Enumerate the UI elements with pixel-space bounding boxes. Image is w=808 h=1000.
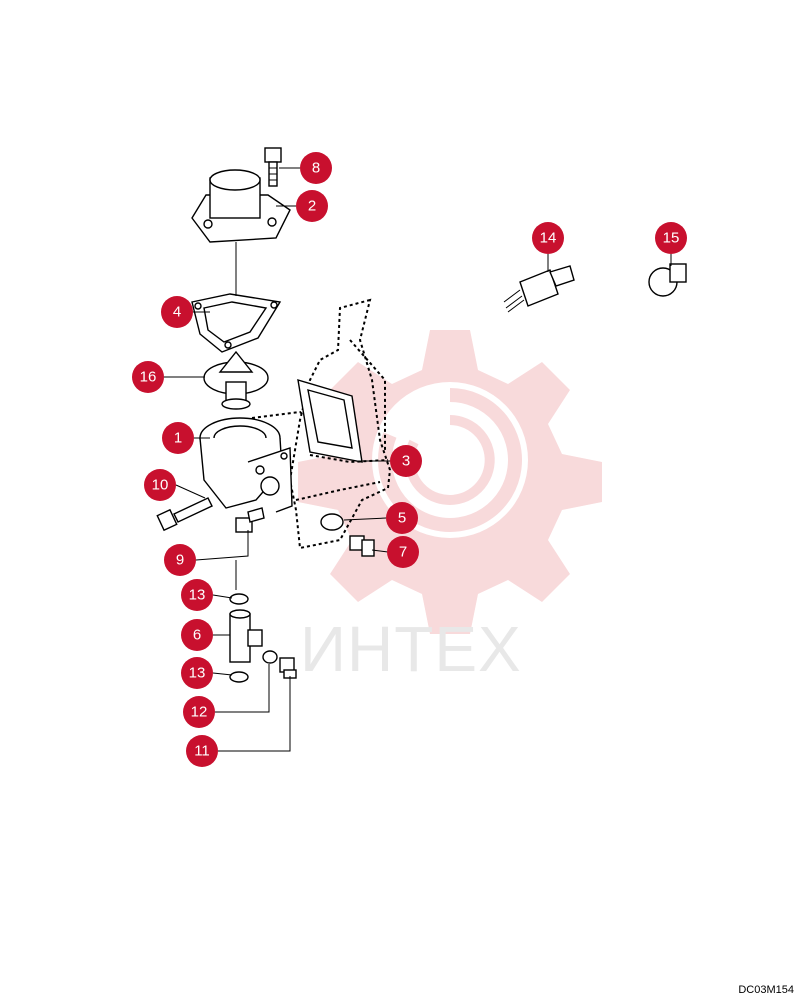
- part-12-washer: [262, 650, 278, 664]
- callout-3: 3: [390, 445, 422, 477]
- callout-10: 10: [144, 469, 176, 501]
- svg-text:13: 13: [189, 665, 206, 682]
- part-4-gasket: [191, 293, 282, 353]
- callout-15: 15: [655, 222, 687, 254]
- part-13-o-ring-lower: [229, 671, 249, 683]
- part-5-o-ring: [320, 513, 344, 531]
- drawing-code: DC03M154: [738, 984, 794, 996]
- svg-text:15: 15: [663, 230, 680, 247]
- svg-text:6: 6: [193, 627, 201, 644]
- part-13-o-ring-upper: [229, 593, 249, 605]
- watermark-text: ИНТЕХ: [300, 613, 522, 685]
- part-8-bolt: [264, 147, 282, 187]
- leader-lines: [164, 167, 672, 752]
- part-14-temperature-sensor: [503, 265, 575, 313]
- svg-text:12: 12: [191, 704, 208, 721]
- part-10-bolt: [156, 497, 213, 532]
- part-1-thermostat-housing: [199, 417, 293, 513]
- part-7-plug: [349, 535, 375, 557]
- callout-7: 7: [387, 536, 419, 568]
- svg-text:1: 1: [174, 430, 182, 447]
- svg-text:3: 3: [402, 453, 410, 470]
- svg-text:2: 2: [308, 198, 316, 215]
- svg-text:13: 13: [189, 587, 206, 604]
- svg-text:5: 5: [398, 510, 406, 527]
- part-3-gasket: [297, 379, 363, 463]
- callout-1: 1: [162, 422, 194, 454]
- part-2-thermostat-cover: [191, 169, 291, 243]
- callout-2: 2: [296, 190, 328, 222]
- svg-text:16: 16: [140, 369, 157, 386]
- svg-text:9: 9: [176, 552, 184, 569]
- part-6-union: [229, 609, 263, 663]
- callout-14: 14: [532, 222, 564, 254]
- part-16-thermostat: [203, 350, 269, 410]
- callout-8: 8: [300, 152, 332, 184]
- callout-13-upper: 13: [181, 579, 213, 611]
- part-15-plug: [648, 263, 687, 297]
- callout-4: 4: [161, 296, 193, 328]
- callout-5: 5: [386, 502, 418, 534]
- watermark-gear-logo: [298, 330, 602, 634]
- callout-13-lower: 13: [181, 657, 213, 689]
- svg-text:4: 4: [173, 304, 181, 321]
- callout-9: 9: [164, 544, 196, 576]
- part-11-plug: [279, 657, 297, 679]
- svg-text:8: 8: [312, 160, 320, 177]
- part-9-bolt: [235, 507, 265, 533]
- svg-text:7: 7: [399, 544, 407, 561]
- svg-text:11: 11: [194, 743, 210, 760]
- callout-6: 6: [181, 619, 213, 651]
- callout-16: 16: [132, 361, 164, 393]
- callout-11: 11: [186, 735, 218, 767]
- callout-12: 12: [183, 696, 215, 728]
- svg-text:10: 10: [152, 477, 169, 494]
- svg-text:14: 14: [540, 230, 557, 247]
